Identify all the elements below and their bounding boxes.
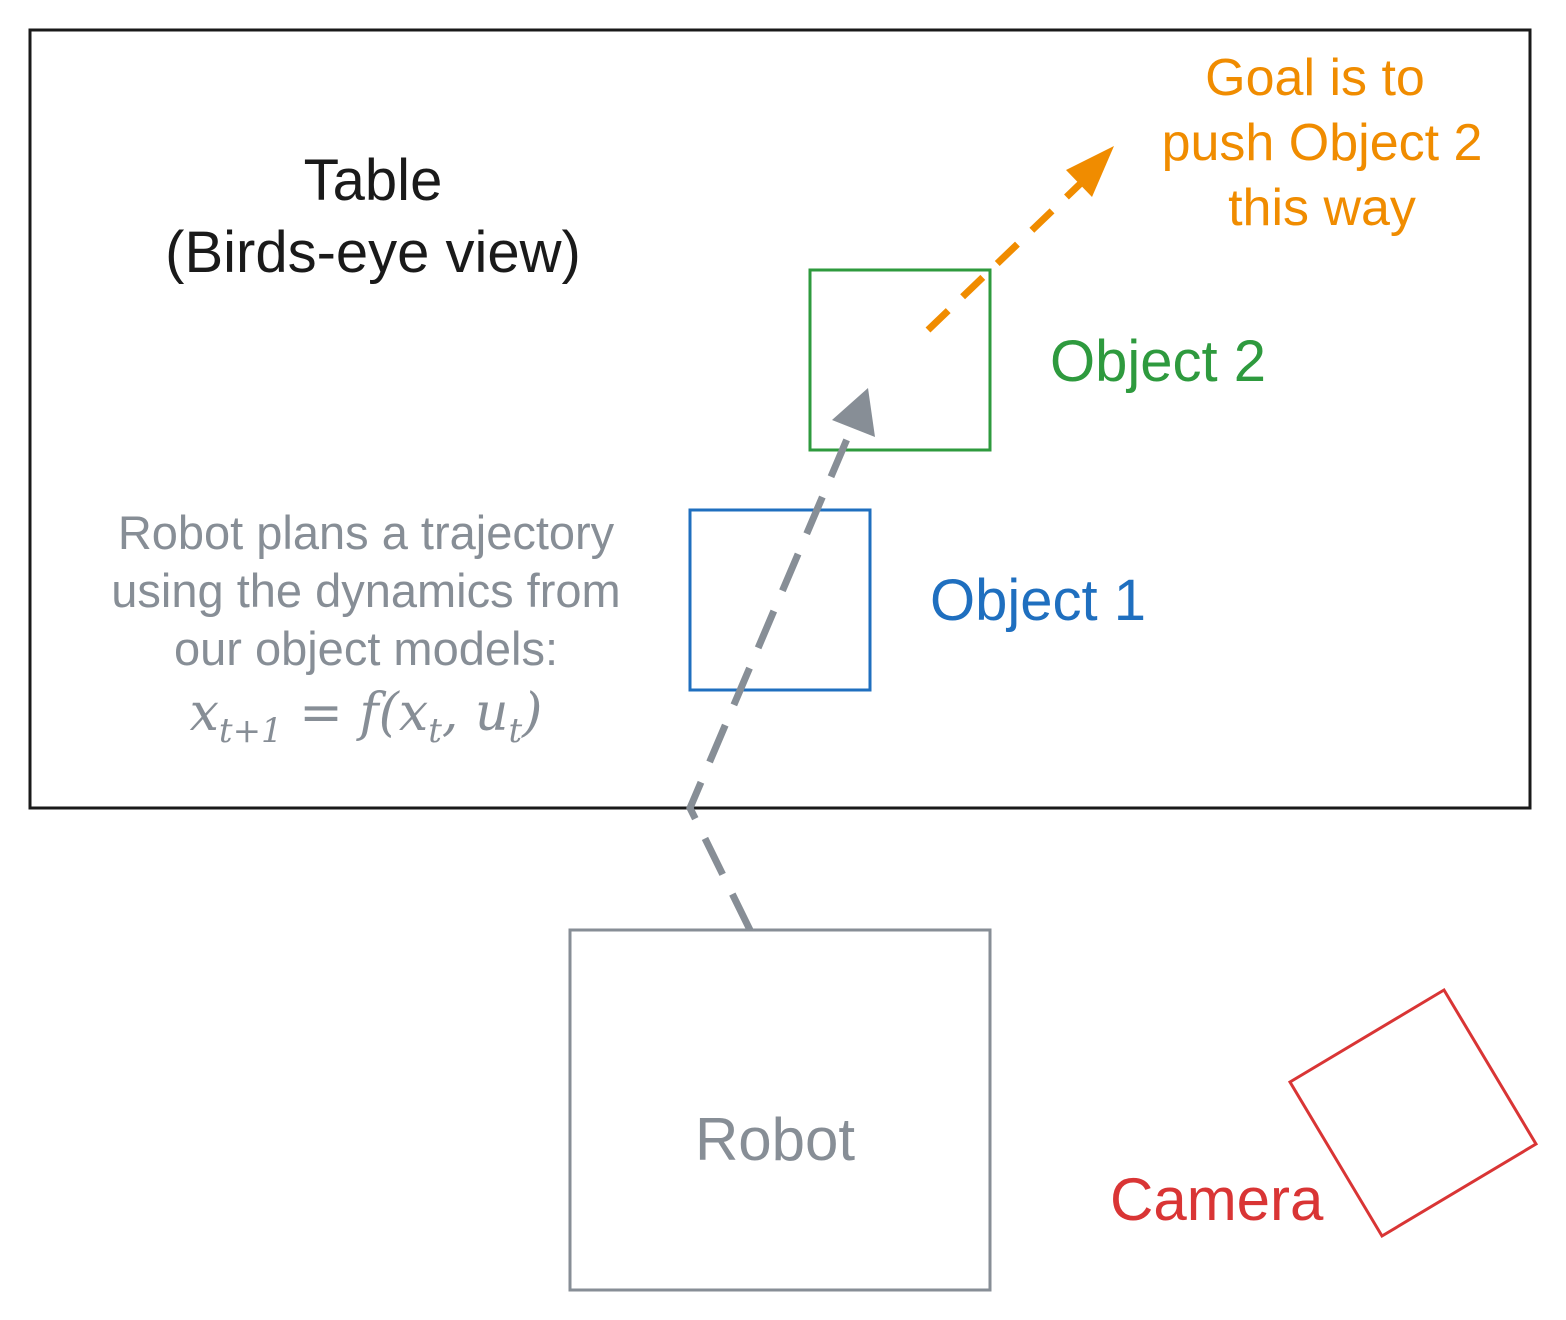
dynamics-equation: xt+1 = f(xt, ut) bbox=[190, 683, 543, 751]
camera-label: Camera bbox=[1110, 1166, 1324, 1233]
object2-label: Object 2 bbox=[1050, 329, 1266, 394]
eq-close-paren: ) bbox=[521, 683, 542, 743]
goal-label-line2: push Object 2 bbox=[1162, 114, 1483, 172]
plan-text-line1: Robot plans a trajectory bbox=[118, 506, 615, 559]
object2-box bbox=[808, 268, 992, 452]
robot-box bbox=[568, 928, 992, 1292]
eq-x-t: x bbox=[399, 683, 428, 743]
table-boundary bbox=[28, 28, 1532, 810]
goal-arrow-line bbox=[925, 181, 1083, 333]
robot-trajectory-line bbox=[686, 430, 854, 932]
goal-label-line1: Goal is to bbox=[1205, 49, 1425, 107]
table-title: Table bbox=[304, 148, 443, 213]
table-subtitle: (Birds-eye view) bbox=[165, 220, 581, 285]
plan-text-line2: using the dynamics from bbox=[111, 564, 620, 617]
eq-x: x bbox=[190, 683, 219, 743]
eq-comma: , bbox=[442, 683, 475, 743]
object1-label: Object 1 bbox=[930, 568, 1146, 633]
camera-shape bbox=[1287, 987, 1539, 1239]
robot-trajectory-arrowhead bbox=[832, 388, 875, 437]
plan-text-line3: our object models: bbox=[174, 622, 558, 675]
eq-sub-t-1: t bbox=[428, 711, 442, 751]
goal-arrowhead bbox=[1066, 146, 1114, 197]
eq-u: u bbox=[475, 683, 509, 743]
robot-label: Robot bbox=[695, 1106, 855, 1173]
eq-sub-t-plus-1: t+1 bbox=[219, 711, 283, 751]
object1-box bbox=[688, 508, 872, 692]
goal-label-line3: this way bbox=[1228, 179, 1416, 237]
eq-sub-t-2: t bbox=[508, 711, 522, 751]
eq-equals-f: = f( bbox=[283, 683, 401, 743]
